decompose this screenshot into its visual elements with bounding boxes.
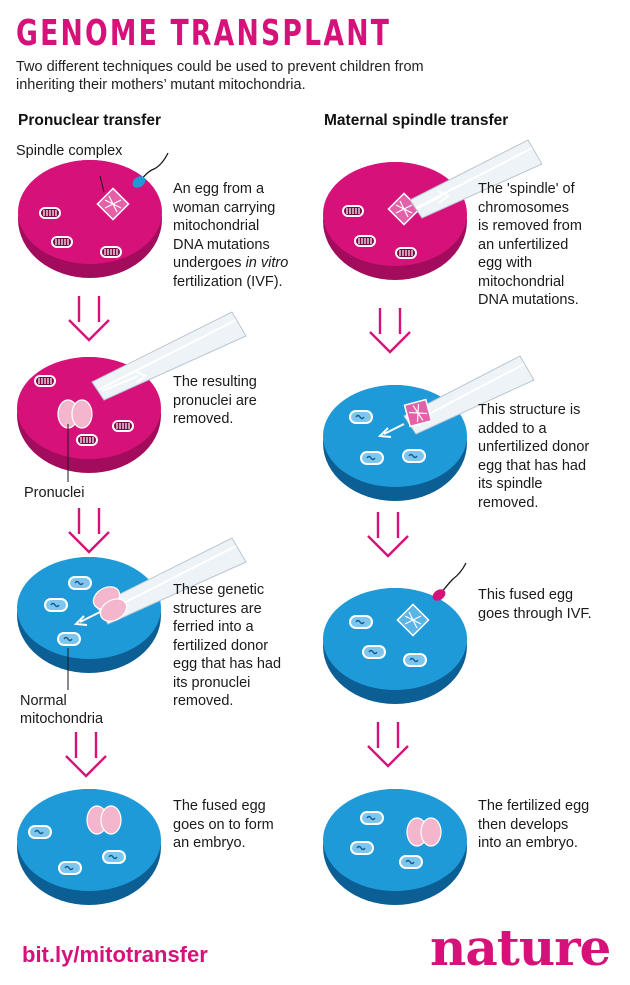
down-arrow-icon [67,506,111,554]
column-heading-pronuclear: Pronuclear transfer [18,112,161,129]
label-pronuclei: Pronuclei [24,485,85,501]
step-description: This fused egg goes through IVF. [478,587,592,622]
sperm-icon [132,152,169,188]
step-description: The fertilized egg then develops into an… [478,798,590,851]
down-arrow-icon [368,306,412,354]
step-description: The 'spindle' of chromosomes is removed … [478,181,582,308]
spindle-complex-pointer [99,175,105,193]
step-description: An egg from a woman carrying mitochondri… [173,181,289,290]
down-arrow-icon [366,510,410,558]
down-arrow-icon [366,720,410,768]
embryo-pronuclear [17,789,161,905]
egg-donor-receiving-pronuclei [17,557,161,673]
column-heading-spindle: Maternal spindle transfer [324,112,509,129]
label-spindle-complex: Spindle complex [16,143,123,159]
label-normal-mitochondria: Normal mitochondria [20,693,104,727]
step-description: The resulting pronuclei are removed. [173,374,257,427]
step-description: The fused egg goes on to form an embryo. [173,798,274,851]
pipette-icon [91,311,247,401]
egg-mutant-spindle-removal [323,162,467,280]
step-description: These genetic structures are ferried int… [173,582,282,709]
embryo-spindle [323,789,467,905]
down-arrow-icon [67,294,111,342]
pipette-icon [409,139,543,219]
nature-logo: nature [430,918,611,977]
pipette-icon [73,537,247,627]
page-title: GENOME TRANSPLANT [16,13,392,54]
egg-mutant-ivf [18,160,162,278]
sperm-icon [432,562,467,601]
egg-fused-ivf [323,588,467,704]
source-link[interactable]: bit.ly/mitotransfer [22,942,208,967]
pipette-icon [377,355,535,438]
step-description: This structure is added to a unfertilize… [478,402,590,511]
page-subtitle: Two different techniques could be used t… [16,59,424,93]
down-arrow-icon [64,730,108,778]
